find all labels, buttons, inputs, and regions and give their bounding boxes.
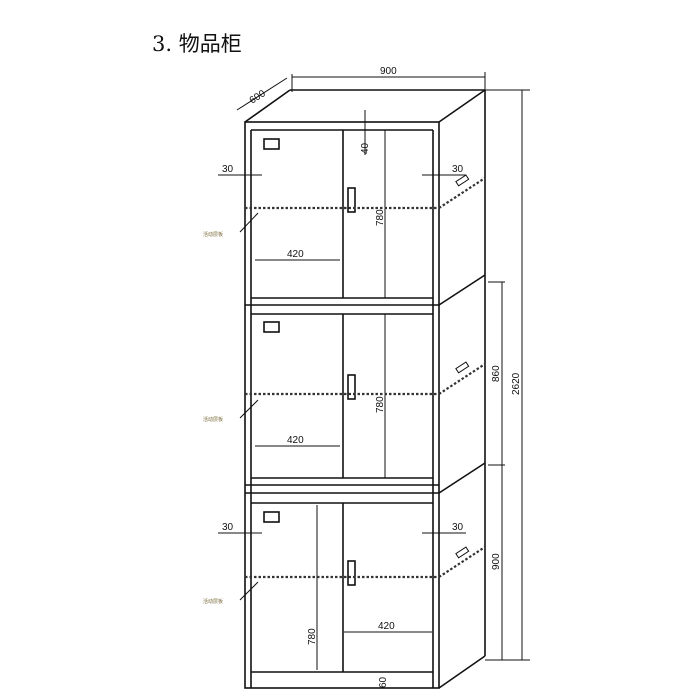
side-margin-label: 30 <box>222 164 234 175</box>
door-height-label: 780 <box>307 628 318 645</box>
shelf-label: 活动层板 <box>203 598 223 605</box>
side-vent-icon <box>455 546 470 559</box>
module-height-label: 860 <box>491 365 502 382</box>
door-width-label: 420 <box>378 621 395 632</box>
base-height-label: 60 <box>378 676 389 688</box>
side-vent-icon <box>455 361 470 374</box>
depth-label: 600 <box>248 88 268 107</box>
lock-handle-icon[interactable] <box>347 560 356 586</box>
lock-handle-icon[interactable] <box>347 187 356 213</box>
vent-icon <box>263 511 280 523</box>
module-top <box>218 110 486 306</box>
vent-icon <box>263 321 280 333</box>
door-width-label: 420 <box>287 249 304 260</box>
module-height-label: 900 <box>491 553 502 570</box>
module-middle <box>239 313 486 494</box>
lock-handle-icon[interactable] <box>347 374 356 400</box>
shelf-label: 活动层板 <box>203 231 223 238</box>
side-vent-icon <box>455 174 470 187</box>
drawing-title: 3. 物品柜 <box>152 32 242 56</box>
shelf-label: 活动层板 <box>203 416 223 423</box>
module-bottom <box>218 502 486 673</box>
side-margin-label: 30 <box>222 522 234 533</box>
door-height-label: 780 <box>375 209 386 226</box>
dimension-lines <box>236 72 530 661</box>
side-margin-label: 30 <box>452 164 464 175</box>
door-height-label: 780 <box>375 396 386 413</box>
door-width-label: 420 <box>287 435 304 446</box>
side-margin-label: 30 <box>452 522 464 533</box>
top-gap-label: 40 <box>360 142 371 154</box>
total-height-label: 2620 <box>511 372 522 395</box>
width-label: 900 <box>380 66 397 77</box>
vent-icon <box>263 138 280 150</box>
cabinet-body <box>244 89 486 689</box>
